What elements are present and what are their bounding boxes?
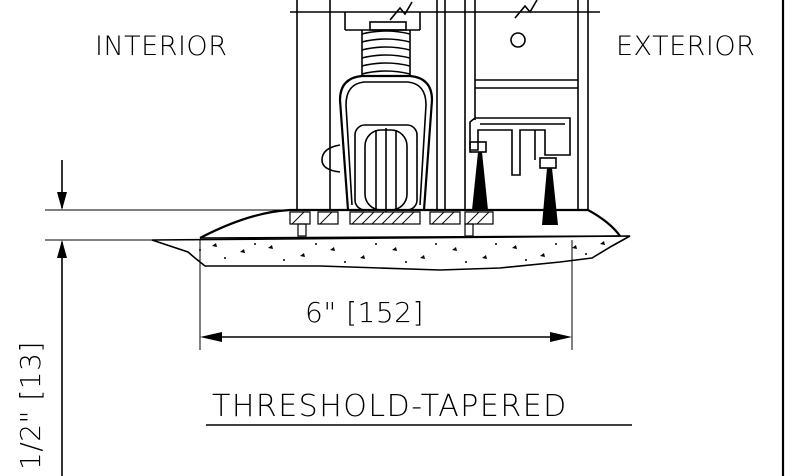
drawing-title: THRESHOLD-TAPERED xyxy=(212,389,568,424)
door-panel-exterior xyxy=(464,0,589,210)
interior-label: INTERIOR xyxy=(95,31,227,62)
door-panel-interior xyxy=(290,0,600,210)
width-dimension-label: 6" [152] xyxy=(305,296,424,329)
height-dimension xyxy=(45,160,290,476)
width-dimension xyxy=(199,240,573,350)
roller-assembly xyxy=(321,74,434,212)
brush-seals xyxy=(472,152,558,225)
roller-spring xyxy=(361,21,411,76)
height-dimension-label: 1/2" [13] xyxy=(14,341,47,470)
concrete-slab xyxy=(151,235,631,271)
exterior-label: EXTERIOR xyxy=(616,31,755,62)
